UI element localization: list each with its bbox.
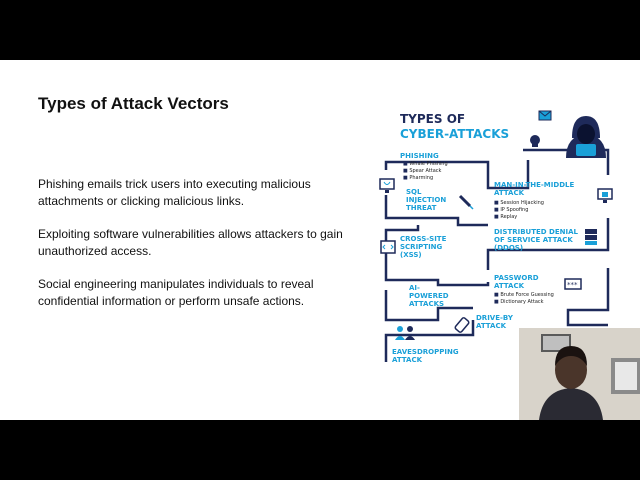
eavesdropping-label: EAVESDROPPING ATTACK: [392, 348, 459, 364]
syringe-icon: [458, 194, 474, 210]
server-icon: [585, 229, 597, 245]
ddos-label: DISTRIBUTED DENIAL OF SERVICE ATTACK (DD…: [494, 228, 578, 252]
mitm-item: IP Spoofing: [494, 207, 544, 214]
mitm-item: Replay: [494, 214, 544, 221]
usb-drive-icon: [454, 317, 470, 333]
monitor-lock-icon: [597, 188, 613, 203]
password-list: Brute Force Guessing Dictionary Attack: [494, 292, 554, 306]
sql-injection-label: SQL INJECTION THREAT: [406, 188, 447, 212]
code-window-icon: [380, 240, 396, 254]
password-field-icon: ***: [564, 278, 582, 290]
password-item: Brute Force Guessing: [494, 292, 553, 299]
password-item: Dictionary Attack: [494, 299, 554, 306]
phishing-item: Whale Phishing: [403, 161, 447, 168]
svg-text:***: ***: [567, 281, 578, 289]
bullet-social-engineering: Social engineering manipulates individua…: [38, 277, 314, 308]
phishing-item: Pharming: [403, 175, 448, 182]
phishing-title: PHISHING: [400, 152, 439, 160]
xss-label: CROSS-SITE SCRIPTING (XSS): [400, 235, 447, 259]
slide-title: Types of Attack Vectors: [38, 94, 229, 113]
phishing-list: Whale Phishing Spear Attack Pharming: [403, 161, 448, 182]
phishing-monitor-icon: [379, 178, 395, 193]
bullet-vulnerabilities: Exploiting software vulnerabilities allo…: [38, 227, 343, 258]
presenter-webcam: [519, 328, 640, 420]
webcam-presenter-icon: [519, 328, 640, 420]
slide-body: Phishing emails trick users into executi…: [38, 176, 348, 326]
infographic-heading-bottom: CYBER-ATTACKS: [400, 127, 510, 141]
hacker-icon: [566, 116, 606, 158]
eavesdropping-users-icon: [395, 326, 415, 340]
envelope-icon: [538, 110, 552, 121]
mitm-list: Session Hijacking IP Spoofing Replay: [494, 200, 544, 221]
ai-attacks-label: AI-POWERED ATTACKS: [409, 284, 449, 308]
skull-icon: [530, 135, 540, 147]
password-title: PASSWORD ATTACK: [494, 274, 539, 290]
infographic-heading-top: TYPES OF: [400, 112, 466, 126]
mitm-title: MAN-IN-THE-MIDDLE ATTACK: [494, 181, 575, 197]
mitm-item: Session Hijacking: [494, 200, 544, 207]
drive-by-label: DRIVE-BY ATTACK: [476, 314, 513, 330]
bullet-phishing: Phishing emails trick users into executi…: [38, 177, 311, 208]
phishing-item: Spear Attack: [403, 168, 448, 175]
